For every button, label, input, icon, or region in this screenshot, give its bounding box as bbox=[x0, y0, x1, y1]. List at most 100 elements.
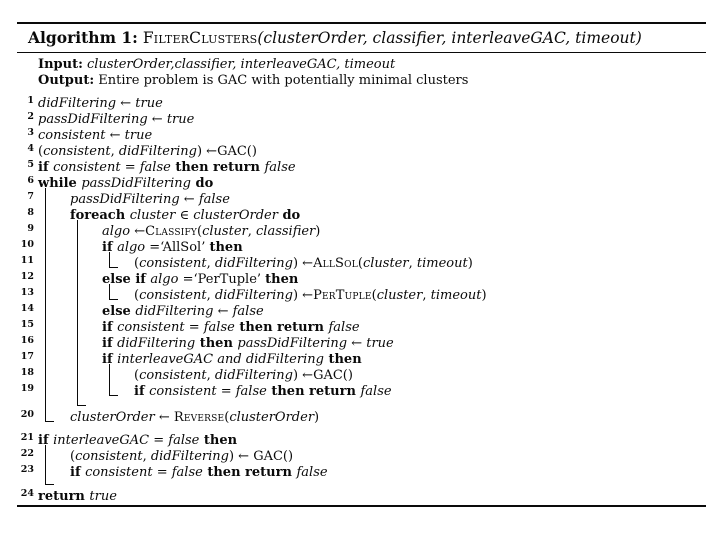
code-content: if didFiltering then passDidFiltering ← … bbox=[38, 332, 706, 351]
line-number: 16 bbox=[20, 335, 34, 346]
indent-rail bbox=[45, 380, 54, 396]
code-line: 15 if consistent = false then return fals… bbox=[17, 316, 706, 335]
block-end-spacer bbox=[17, 422, 706, 429]
indent-rail bbox=[77, 252, 86, 268]
indent-rail bbox=[77, 396, 86, 406]
code-text: if consistent = false then return false bbox=[134, 384, 392, 399]
code-line: 4(consistent, didFiltering) ←GAC() bbox=[17, 140, 706, 159]
line-number: 3 bbox=[27, 127, 34, 138]
line-number: 8 bbox=[27, 207, 34, 218]
line-number: 4 bbox=[27, 143, 34, 154]
indent-rail bbox=[77, 300, 86, 316]
code-content: (consistent, didFiltering) ←GAC() bbox=[38, 364, 706, 383]
line-number: 10 bbox=[20, 239, 34, 250]
input-label: Input: bbox=[38, 57, 83, 72]
indent-rail bbox=[45, 204, 54, 220]
code-line: 11(consistent, didFiltering) ←AllSol(clu… bbox=[17, 252, 706, 271]
code-content bbox=[38, 422, 706, 429]
code-content: else didFiltering ← false bbox=[38, 300, 706, 319]
line-number: 17 bbox=[20, 351, 34, 362]
code-text: if interleaveGAC and didFiltering then bbox=[102, 352, 362, 367]
code-line: 7 passDidFiltering ← false bbox=[17, 188, 706, 207]
line-number: 18 bbox=[20, 367, 34, 378]
indent-rail bbox=[45, 348, 54, 364]
indent-rail bbox=[77, 332, 86, 348]
indent-rail bbox=[77, 268, 86, 284]
indent-rail bbox=[45, 300, 54, 316]
indent-rail bbox=[45, 220, 54, 236]
top-rule bbox=[17, 22, 706, 24]
line-number: 20 bbox=[20, 409, 34, 420]
code-line: 12 else if algo =‘PerTuple’ then bbox=[17, 268, 706, 287]
indent-rail bbox=[77, 348, 86, 364]
block-end-spacer bbox=[17, 396, 706, 406]
code-text: (consistent, didFiltering) ←GAC() bbox=[134, 368, 353, 383]
algorithm-label: Algorithm 1: bbox=[28, 28, 138, 47]
io-block: Input: clusterOrder,classifier, interlea… bbox=[17, 53, 706, 90]
code-content: if consistent = false then return false bbox=[38, 461, 706, 480]
line-number: 2 bbox=[27, 111, 34, 122]
code-line: 24 return true bbox=[17, 485, 706, 504]
code-text: while passDidFiltering do bbox=[38, 176, 214, 191]
code-content: if interleaveGAC and didFiltering then bbox=[38, 348, 706, 367]
indent-rail bbox=[45, 396, 54, 406]
algorithm-caption: Algorithm 1: FilterClusters(clusterOrder… bbox=[17, 24, 706, 52]
code-content: (consistent, didFiltering) ←PerTuple(clu… bbox=[38, 284, 706, 303]
line-number: 19 bbox=[20, 383, 34, 394]
code-line: 18 (consistent, didFiltering) ←GAC() bbox=[17, 364, 706, 383]
line-number: 14 bbox=[20, 303, 34, 314]
code-text: if consistent = false then return false bbox=[70, 465, 328, 480]
indent-rail bbox=[77, 236, 86, 252]
line-number: 7 bbox=[27, 191, 34, 202]
line-number: 9 bbox=[27, 223, 34, 234]
code-content: clusterOrder ← Reverse(clusterOrder) bbox=[38, 406, 706, 425]
output-text: Entire problem is GAC with potentially m… bbox=[98, 72, 469, 88]
code-text: if consistent = false then return false bbox=[102, 320, 360, 335]
indent-rail bbox=[109, 364, 118, 380]
line-number: 21 bbox=[20, 432, 34, 443]
code-content: passDidFiltering ← true bbox=[38, 108, 706, 127]
line-number: 6 bbox=[27, 175, 34, 186]
indent-rail bbox=[45, 406, 54, 422]
indent-rail bbox=[109, 252, 118, 268]
code-text: algo ←Classify(cluster, classifier) bbox=[102, 224, 321, 239]
indent-rail bbox=[45, 268, 54, 284]
code-line: 21 if interleaveGAC = false then bbox=[17, 429, 706, 448]
indent-rail bbox=[45, 445, 54, 461]
code-line: 17 if interleaveGAC and didFiltering then bbox=[17, 348, 706, 367]
indent-rail bbox=[45, 461, 54, 477]
code-content: if consistent = false then return false bbox=[38, 316, 706, 335]
line-number: 24 bbox=[20, 488, 34, 499]
line-number: 15 bbox=[20, 319, 34, 330]
code-text: clusterOrder ← Reverse(clusterOrder) bbox=[70, 410, 320, 425]
code-text: else if algo =‘PerTuple’ then bbox=[102, 272, 299, 287]
indent-rail bbox=[45, 477, 54, 485]
output-line: Output: Entire problem is GAC with poten… bbox=[38, 73, 706, 89]
input-line: Input: clusterOrder,classifier, interlea… bbox=[38, 57, 706, 73]
indent-rail bbox=[45, 236, 54, 252]
line-number: 12 bbox=[20, 271, 34, 282]
code-line: 16 if didFiltering then passDidFiltering … bbox=[17, 332, 706, 351]
output-label: Output: bbox=[38, 72, 95, 88]
code-content bbox=[38, 396, 706, 406]
indent-rail bbox=[77, 316, 86, 332]
algorithm-name: FilterClusters bbox=[142, 29, 258, 47]
code-content: if interleaveGAC = false then bbox=[38, 429, 706, 448]
code-content: algo ←Classify(cluster, classifier) bbox=[38, 220, 706, 239]
indent-rail bbox=[45, 316, 54, 332]
code-text: (consistent, didFiltering) ←AllSol(clust… bbox=[134, 256, 473, 271]
code-line: 20 clusterOrder ← Reverse(clusterOrder) bbox=[17, 406, 706, 425]
code-content: while passDidFiltering do bbox=[38, 172, 706, 191]
line-number: 1 bbox=[27, 95, 34, 106]
code-text: passDidFiltering ← false bbox=[70, 192, 230, 207]
input-text: clusterOrder,classifier, interleaveGAC, … bbox=[87, 57, 396, 72]
code-text: return true bbox=[38, 489, 117, 504]
code-content: return true bbox=[38, 485, 706, 504]
indent-rail bbox=[109, 380, 118, 396]
